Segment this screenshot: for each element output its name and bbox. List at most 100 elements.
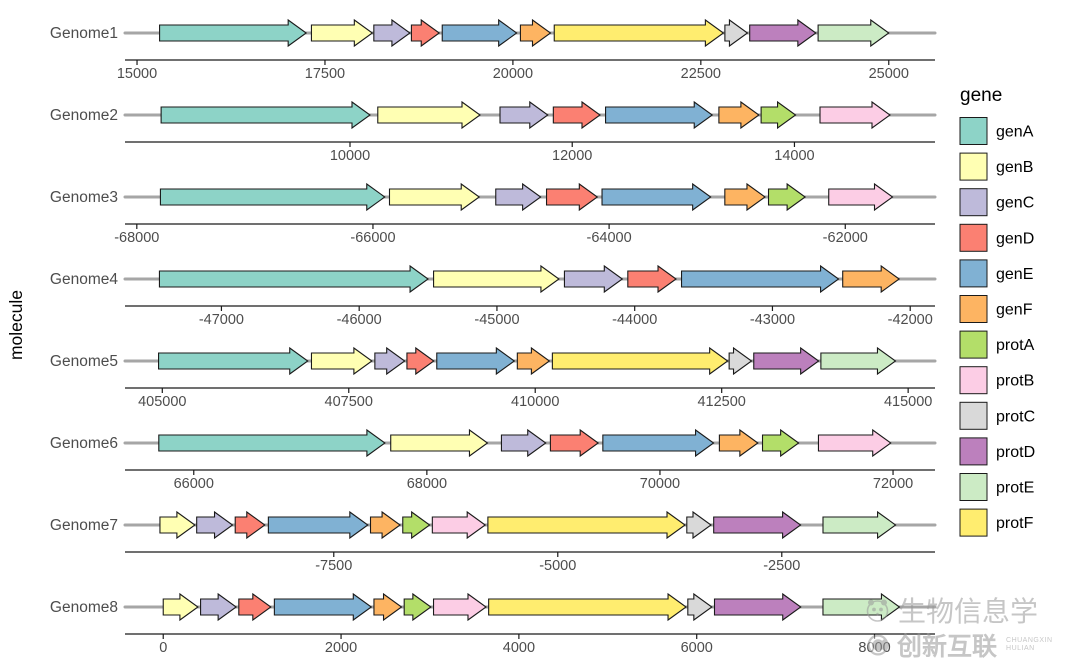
gene-arrow-genA: [158, 428, 386, 458]
gene-arrow-protA: [402, 510, 431, 540]
legend-label-protF: protF: [996, 515, 1034, 532]
gene-arrow-protA: [761, 428, 800, 458]
watermark-chuangxin-tiny-text: CHUANGXIN HULIAN: [1006, 637, 1053, 652]
legend-label-genF: genF: [996, 302, 1033, 319]
gene-arrow-protE: [817, 18, 890, 48]
gene-arrow-protA: [760, 100, 797, 130]
x-axis-tick-label: -44000: [612, 312, 657, 328]
gene-arrow-genB: [310, 18, 374, 48]
facet-Genome6: 66000 68000 70000 72000 Genome6: [50, 428, 937, 492]
gene-arrow-genC: [373, 18, 411, 48]
legend-swatch-protE: [959, 473, 988, 501]
x-axis-tick-label: 17500: [305, 66, 345, 82]
gene-arrow-genF: [516, 346, 551, 376]
gene-arrow-genB: [388, 182, 481, 212]
genome-label: Genome3: [50, 189, 118, 206]
gene-arrow-protB: [431, 510, 487, 540]
legend-label-genC: genC: [996, 195, 1034, 212]
legend-swatch-genB: [959, 152, 988, 181]
gene-arrow-protC: [687, 592, 713, 622]
gene-arrow-protC: [728, 346, 753, 376]
gene-arrow-genD: [410, 18, 441, 48]
y-axis-title: molecule: [6, 290, 26, 360]
gene-arrow-genB: [159, 510, 196, 540]
genome-label: Genome8: [50, 599, 118, 616]
gene-arrow-genB: [433, 264, 560, 294]
gene-arrow-protA: [767, 182, 807, 212]
legend-swatch-genC: [959, 188, 988, 217]
x-axis-tick-label: 22500: [681, 66, 721, 82]
gene-arrow-genE: [267, 510, 369, 540]
gene-arrow-genA: [159, 18, 308, 48]
legend-swatch-genE: [959, 259, 988, 288]
gene-arrow-genF: [724, 182, 766, 212]
gene-arrow-genC: [374, 346, 406, 376]
x-axis-tick-label: 70000: [640, 476, 680, 492]
gene-arrow-protD: [749, 18, 817, 48]
legend-label-protD: protD: [996, 444, 1035, 461]
legend-swatch-genA: [959, 117, 988, 145]
genome-label: Genome4: [50, 271, 118, 288]
x-axis-tick-label: 25000: [869, 66, 909, 82]
gene-arrow-protF: [488, 592, 687, 622]
gene-arrow-protB: [817, 428, 892, 458]
genome-label: Genome6: [50, 435, 118, 452]
gene-arrow-protB: [432, 592, 487, 622]
gene-arrow-protF: [553, 18, 725, 48]
gene-arrow-genA: [158, 346, 309, 376]
gene-arrow-genC: [500, 428, 547, 458]
x-axis-tick-label: -66000: [350, 230, 395, 246]
legend: genegenAgenBgenCgenDgenEgenFprotAprotBpr…: [959, 85, 1035, 537]
x-axis-tick-label: 15000: [117, 66, 157, 82]
x-axis-tick-label: -5000: [539, 558, 576, 574]
x-axis-tick-label: 12000: [552, 148, 592, 164]
legend-label-genB: genB: [996, 159, 1033, 176]
x-axis-tick-label: 68000: [407, 476, 447, 492]
watermark-chuangxin: 创新互联 CHUANGXIN HULIAN: [866, 627, 1053, 663]
x-axis-tick-label: -62000: [823, 230, 868, 246]
gene-arrow-genB: [162, 592, 199, 622]
x-axis-tick-label: 2000: [325, 640, 357, 656]
gene-arrow-protB: [819, 100, 891, 130]
x-axis-tick-label: 407500: [325, 394, 373, 410]
gene-arrow-protC: [724, 18, 749, 48]
gene-arrow-protA: [403, 592, 432, 622]
legend-label-protE: protE: [996, 480, 1034, 497]
gene-arrow-protE: [822, 510, 897, 540]
facet-Genome4: -47000-46000-45000-44000-43000-42000Geno…: [50, 264, 937, 328]
x-axis-tick-label: 412500: [697, 394, 745, 410]
x-axis-tick-label: 72000: [873, 476, 913, 492]
x-axis-tick-label: -7500: [315, 558, 352, 574]
legend-label-genA: genA: [996, 124, 1034, 141]
x-axis-tick-label: 20000: [493, 66, 533, 82]
x-axis-tick-label: -64000: [587, 230, 632, 246]
genome-label: Genome2: [50, 107, 118, 124]
x-axis-tick-label: 66000: [174, 476, 214, 492]
x-axis-tick-label: -43000: [750, 312, 795, 328]
legend-title: gene: [960, 85, 1002, 106]
gene-arrow-protD: [753, 346, 820, 376]
x-axis-tick-label: -42000: [888, 312, 933, 328]
watermark-chuangxin-text: 创新互联: [897, 633, 998, 661]
gene-arrow-genD: [549, 428, 600, 458]
chuangxin-logo-icon: [867, 634, 889, 656]
gene-arrow-genD: [545, 182, 599, 212]
legend-swatch-protF: [959, 508, 988, 537]
legend-label-protB: protB: [996, 373, 1034, 390]
gene-arrow-genD: [406, 346, 435, 376]
genome-label: Genome5: [50, 353, 118, 370]
x-axis-tick-label: -2500: [763, 558, 800, 574]
gene-arrow-genE: [273, 592, 373, 622]
x-axis-tick-label: 6000: [681, 640, 713, 656]
legend-label-protA: protA: [996, 337, 1035, 354]
gene-arrow-genC: [499, 100, 549, 130]
gene-arrow-protD: [713, 592, 802, 622]
gene-arrow-genF: [369, 510, 402, 540]
gene-arrow-genE: [680, 264, 840, 294]
x-axis-tick-label: 405000: [138, 394, 186, 410]
